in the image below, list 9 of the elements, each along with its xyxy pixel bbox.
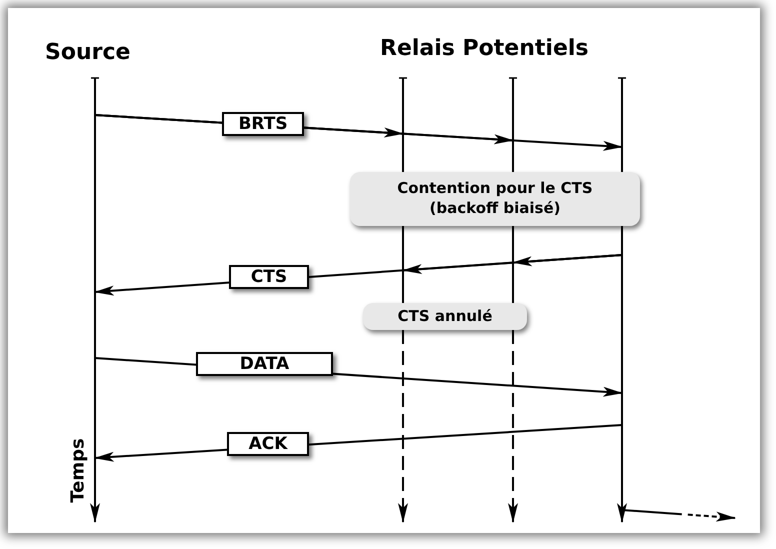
note-box: Contention pour le CTS (backoff biaisé) bbox=[350, 172, 640, 226]
group-heading: Relais Potentiels bbox=[380, 36, 588, 61]
edge-label: BRTS bbox=[222, 112, 304, 136]
edge-label: CTS bbox=[229, 265, 309, 289]
axis-label: Temps bbox=[68, 438, 89, 503]
note-box: CTS annulé bbox=[363, 303, 527, 330]
edge-label: ACK bbox=[227, 432, 309, 456]
lifeline-title: Source bbox=[45, 40, 130, 65]
edge-label: DATA bbox=[196, 352, 333, 376]
